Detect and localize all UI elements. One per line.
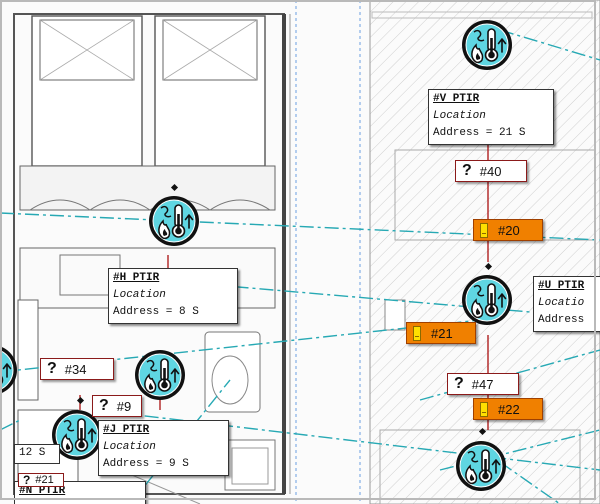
left-label-address: 12 S [19,447,46,459]
tag-module-20[interactable]: #20 [473,219,543,241]
tag-question-47[interactable]: ? #47 [447,373,519,395]
heat-detector-icon [462,20,512,70]
device-label-title: #J PTIR [103,424,150,436]
tag-module-21[interactable]: #21 [406,322,476,344]
heat-detector-icon [149,196,199,246]
left-label-fragment: 12 S [14,444,60,464]
device-label-title: #V PTIR [433,93,480,105]
device-h[interactable] [147,194,201,248]
question-icon: ? [47,360,57,377]
device-label-address: Address = 8 S [113,306,199,318]
tag-label: #34 [64,361,87,377]
tag-label: #20 [498,222,520,238]
device-bottom-right[interactable] [454,439,508,493]
device-left-edge[interactable] [0,343,19,397]
tag-label: #9 [116,398,132,414]
heat-detector-icon [52,410,102,460]
heat-detector-icon [0,346,17,394]
device-label-title: #U PTIR [538,280,585,292]
tag-label: #40 [479,163,502,179]
module-icon [480,222,488,238]
heat-detector-icon [135,350,185,400]
tag-question-9[interactable]: ? #9 [92,395,142,417]
tag-label: #22 [498,401,520,417]
device-j[interactable] [50,408,104,462]
device-label-title: #H PTIR [113,272,160,284]
heat-detector-icon [462,275,512,325]
device-top-right[interactable] [460,18,514,72]
heat-detector-icon [456,441,506,491]
device-label-address: Address = 9 S [103,458,189,470]
device-label-location: Location [113,289,166,301]
device-u[interactable] [460,273,514,327]
device-label-address: Address [538,314,585,326]
device-label-address: Address = 21 S [433,127,526,139]
question-icon: ? [462,162,472,179]
module-icon [480,401,488,417]
device-label-j[interactable]: #J PTIR Location Address = 9 S [98,420,229,476]
device-label-location: Locatio [538,297,585,309]
tag-label: #21 [35,474,54,486]
tag-question-40[interactable]: ? #40 [455,160,527,182]
device-label-u[interactable]: #U PTIR Locatio Address [533,276,600,332]
tag-label: #47 [471,376,494,392]
question-icon: ? [23,473,31,487]
device-label-h[interactable]: #H PTIR Location Address = 8 S [108,268,238,324]
device-label-location: Location [103,441,156,453]
question-icon: ? [454,375,464,392]
device-center-left[interactable] [133,348,187,402]
question-icon: ? [99,397,109,414]
device-label-v[interactable]: #V PTIR Location Address = 21 S [428,89,554,145]
module-icon [413,325,421,341]
device-label-title: #N PTIR [19,485,66,497]
tag-question-21[interactable]: ? #21 [18,473,64,487]
tag-question-34[interactable]: ? #34 [40,358,114,380]
device-label-location: Location [433,110,486,122]
tag-label: #21 [431,325,453,341]
tag-module-22[interactable]: #22 [473,398,543,420]
